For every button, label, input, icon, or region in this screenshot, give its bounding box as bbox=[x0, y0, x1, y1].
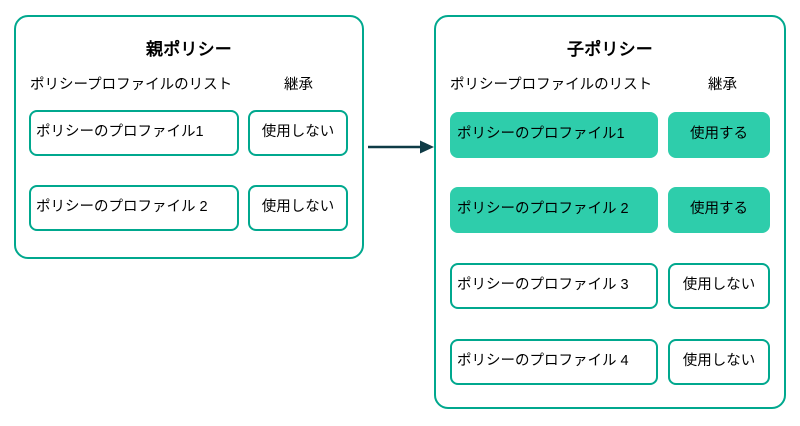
rows-parent: ポリシーのプロファイル1 使用しない ポリシーのプロファイル 2 使用しない bbox=[16, 17, 362, 257]
column-headers-parent: ポリシープロファイルのリスト 継承 bbox=[16, 75, 362, 95]
inherit-chip[interactable]: 使用する bbox=[668, 187, 770, 233]
profile-chip[interactable]: ポリシーのプロファイル 3 bbox=[450, 263, 658, 309]
panel-parent-policy: 親ポリシー ポリシープロファイルのリスト 継承 ポリシーのプロファイル1 使用し… bbox=[14, 15, 364, 259]
rows-child: ポリシーのプロファイル1 使用する ポリシーのプロファイル 2 使用する ポリシ… bbox=[436, 17, 784, 407]
column-header-inherit-parent: 継承 bbox=[284, 77, 313, 93]
profile-chip[interactable]: ポリシーのプロファイル 2 bbox=[29, 185, 239, 231]
column-header-inherit-child: 継承 bbox=[708, 77, 737, 93]
profile-chip[interactable]: ポリシーのプロファイル 2 bbox=[450, 187, 658, 233]
column-header-profile-list-child: ポリシープロファイルのリスト bbox=[450, 77, 653, 93]
column-header-profile-list-parent: ポリシープロファイルのリスト bbox=[30, 77, 233, 93]
panel-title-parent: 親ポリシー bbox=[146, 40, 232, 59]
table-row: ポリシーのプロファイル 3 使用しない bbox=[436, 263, 784, 309]
table-row: ポリシーのプロファイル1 使用しない bbox=[16, 110, 362, 156]
table-row: ポリシーのプロファイル1 使用する bbox=[436, 112, 784, 158]
panel-title-child: 子ポリシー bbox=[567, 40, 653, 59]
profile-chip[interactable]: ポリシーのプロファイル1 bbox=[450, 112, 658, 158]
panel-child-policy: 子ポリシー ポリシープロファイルのリスト 継承 ポリシーのプロファイル1 使用す… bbox=[434, 15, 786, 409]
inherit-chip[interactable]: 使用しない bbox=[668, 339, 770, 385]
table-row: ポリシーのプロファイル 4 使用しない bbox=[436, 339, 784, 385]
inherit-chip[interactable]: 使用しない bbox=[668, 263, 770, 309]
table-row: ポリシーのプロファイル 2 使用しない bbox=[16, 185, 362, 231]
column-headers-child: ポリシープロファイルのリスト 継承 bbox=[436, 75, 784, 95]
profile-chip[interactable]: ポリシーのプロファイル 4 bbox=[450, 339, 658, 385]
profile-chip[interactable]: ポリシーのプロファイル1 bbox=[29, 110, 239, 156]
inherit-chip[interactable]: 使用しない bbox=[248, 110, 348, 156]
inherit-chip[interactable]: 使用する bbox=[668, 112, 770, 158]
inheritance-arrow bbox=[366, 136, 436, 158]
inherit-chip[interactable]: 使用しない bbox=[248, 185, 348, 231]
table-row: ポリシーのプロファイル 2 使用する bbox=[436, 187, 784, 233]
